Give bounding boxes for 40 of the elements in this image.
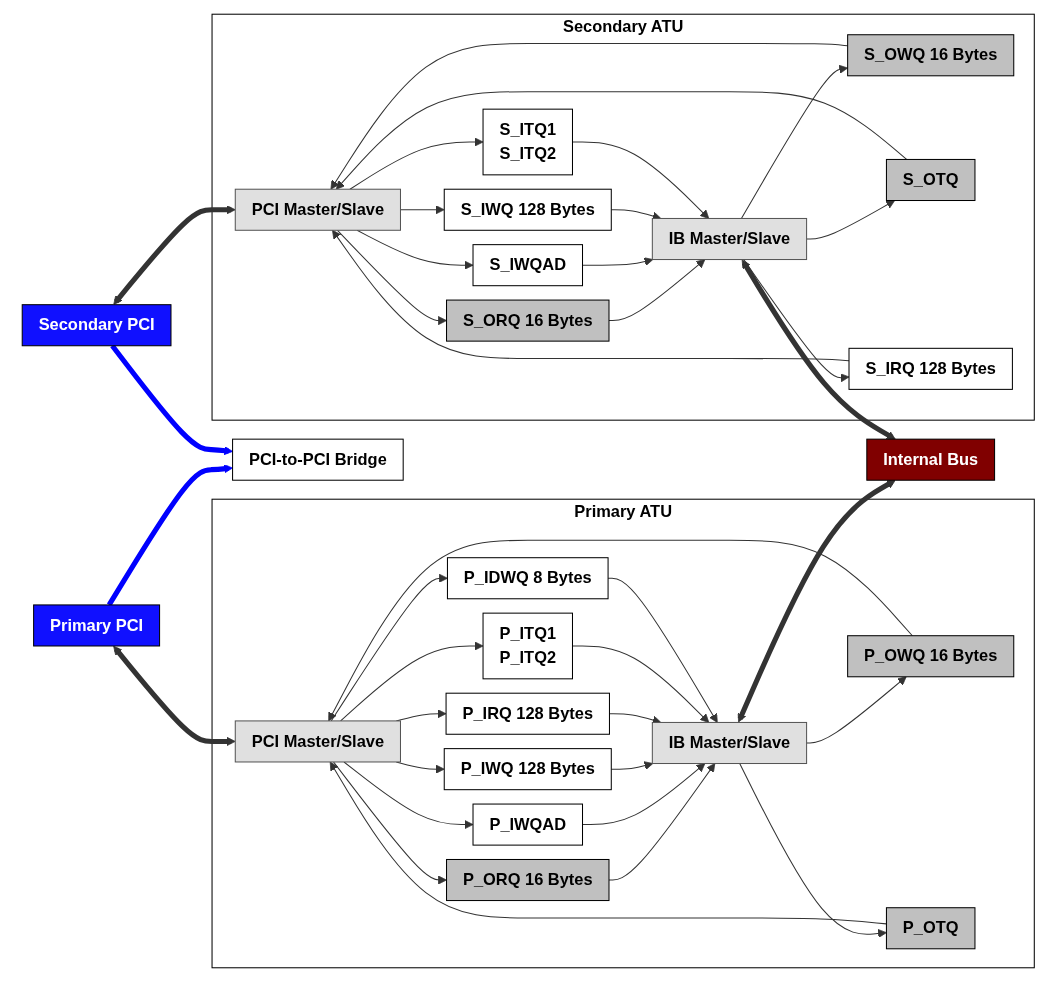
node-box: P_IWQAD: [472, 803, 583, 846]
node-box: P_OTQ: [885, 907, 976, 950]
node-box: Secondary PCI: [21, 304, 172, 347]
node-box: PCI Master/Slave: [234, 188, 401, 231]
node-box: Primary PCI: [32, 604, 160, 647]
node-box: P_ORQ 16 Bytes: [445, 858, 610, 902]
node-box: S_OWQ 16 Bytes: [846, 34, 1015, 77]
node-box: P_IRQ 128 Bytes: [445, 692, 610, 735]
arrow: [336, 229, 447, 326]
arrow: [330, 573, 448, 722]
arrow: [113, 645, 236, 746]
node-box: S_IRQ 128 Bytes: [848, 347, 1013, 390]
node-box: P_ITQ1 P_ITQ2: [482, 612, 573, 680]
arrow: [330, 42, 848, 190]
node-box: S_ITQ1 S_ITQ2: [482, 108, 573, 176]
arrow: [110, 344, 233, 456]
node-box: P_IWQ 128 Bytes: [443, 748, 612, 791]
arrow: [608, 763, 715, 881]
arrow: [332, 761, 447, 885]
arrow: [328, 539, 913, 722]
arrow: [741, 259, 896, 440]
node-box: Internal Bus: [866, 438, 995, 481]
node-box: S_IWQAD: [472, 244, 583, 287]
node-box: IB Master/Slave: [651, 217, 807, 261]
arrow: [738, 763, 887, 938]
arrow: [335, 91, 907, 190]
arrow: [329, 761, 887, 925]
arrow: [740, 64, 848, 219]
node-box: IB Master/Slave: [651, 721, 807, 765]
arrow: [607, 577, 718, 723]
arrow: [737, 479, 896, 723]
node-box: PCI Master/Slave: [234, 720, 401, 763]
node-box: P_OWQ 16 Bytes: [846, 635, 1015, 678]
arrow: [608, 259, 706, 322]
node-box: P_IDWQ 8 Bytes: [446, 557, 609, 600]
node-box: S_IWQ 128 Bytes: [443, 188, 612, 231]
node-box: PCI-to-PCI Bridge: [231, 438, 404, 481]
arrow: [113, 205, 236, 305]
node-box: S_OTQ: [885, 158, 976, 202]
node-box: S_ORQ 16 Bytes: [445, 299, 610, 342]
